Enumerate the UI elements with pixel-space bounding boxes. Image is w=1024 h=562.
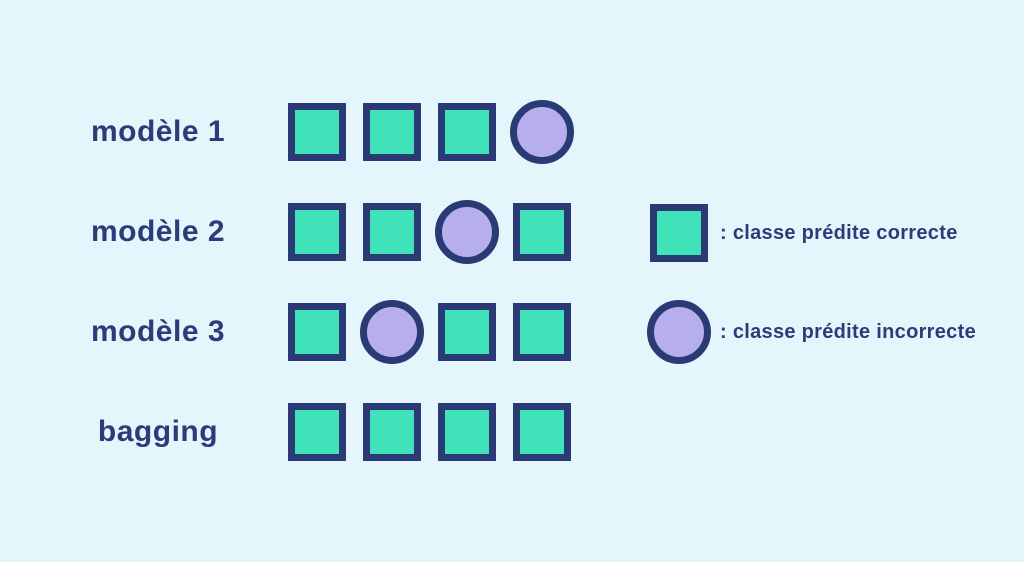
prediction-shape <box>360 300 424 364</box>
prediction-shape <box>288 203 346 261</box>
prediction-shape <box>438 403 496 461</box>
row-label: modèle 3 <box>90 315 226 348</box>
model-row: bagging <box>0 403 571 461</box>
prediction-shapes <box>288 100 574 164</box>
prediction-shape <box>363 203 421 261</box>
legend-label-incorrect: : classe prédite incorrecte <box>720 320 976 343</box>
model-row: modèle 1 <box>0 100 574 164</box>
prediction-shape <box>363 403 421 461</box>
prediction-shape <box>288 103 346 161</box>
row-label-cell: modèle 3 <box>0 315 288 349</box>
prediction-shape <box>288 403 346 461</box>
prediction-shape <box>513 303 571 361</box>
prediction-shape <box>435 200 499 264</box>
prediction-shapes <box>288 403 571 461</box>
legend-label-correct: : classe prédite correcte <box>720 221 958 244</box>
prediction-shape <box>288 303 346 361</box>
prediction-shape <box>510 100 574 164</box>
prediction-shapes <box>288 300 571 364</box>
model-row: modèle 3 <box>0 300 571 364</box>
legend-item-incorrect: : classe prédite incorrecte <box>647 300 976 364</box>
legend-square-icon <box>650 204 708 262</box>
legend-circle-icon <box>647 300 711 364</box>
prediction-shape <box>363 103 421 161</box>
prediction-shape <box>513 403 571 461</box>
prediction-shapes <box>288 200 571 264</box>
model-row: modèle 2 <box>0 200 571 264</box>
row-label: modèle 1 <box>90 115 226 148</box>
row-label-cell: modèle 1 <box>0 115 288 149</box>
row-label: modèle 2 <box>90 215 226 248</box>
row-label-cell: modèle 2 <box>0 215 288 249</box>
row-label-cell: bagging <box>0 415 288 449</box>
model-rows: modèle 1 modèle 2 modèle 3 <box>0 100 574 461</box>
legend-item-correct: : classe prédite correcte <box>650 204 976 262</box>
row-label: bagging <box>97 415 219 448</box>
prediction-shape <box>513 203 571 261</box>
prediction-shape <box>438 303 496 361</box>
prediction-shape <box>438 103 496 161</box>
legend: : classe prédite correcte : classe prédi… <box>647 204 976 364</box>
